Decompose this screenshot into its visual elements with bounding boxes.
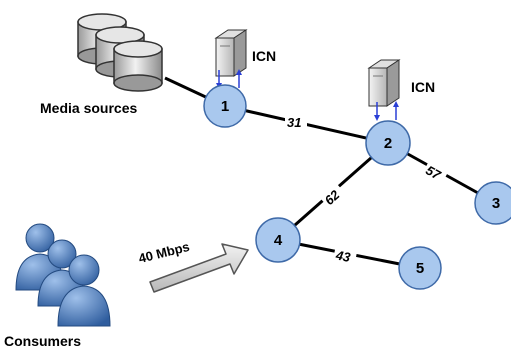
bandwidth-arrow-icon: [149, 243, 249, 293]
node-label-3: 3: [492, 195, 500, 212]
node-label-2: 2: [384, 135, 392, 152]
node-5[interactable]: 5: [398, 246, 442, 290]
icn-label-1: ICN: [252, 48, 276, 64]
consumers-label: Consumers: [4, 333, 81, 349]
person-icon: [57, 254, 111, 327]
edge-weight-1-2: 31: [287, 115, 301, 130]
icn-server-icon-2: [367, 59, 401, 107]
node-2[interactable]: 2: [365, 120, 411, 166]
node-3[interactable]: 3: [474, 181, 511, 225]
consumers-icon: [15, 223, 111, 327]
node-label-5: 5: [416, 260, 424, 277]
icn-server-icon-1: [214, 29, 248, 77]
node-4[interactable]: 4: [255, 217, 301, 263]
edge-weight-4-5: 43: [334, 247, 353, 265]
media-sources-label: Media sources: [40, 100, 137, 116]
media-sources-icon: [77, 13, 163, 92]
database-icon: [113, 40, 163, 92]
edge-weights: 31 62 57 43: [285, 114, 449, 266]
node-label-4: 4: [274, 232, 283, 249]
icn-arrows-2: [374, 101, 399, 121]
node-1[interactable]: 1: [203, 84, 247, 128]
nodes: 1 2 3 4 5: [203, 84, 511, 290]
bandwidth-label: 40 Mbps: [137, 239, 191, 266]
node-label-1: 1: [221, 98, 229, 115]
icn-label-2: ICN: [411, 79, 435, 95]
